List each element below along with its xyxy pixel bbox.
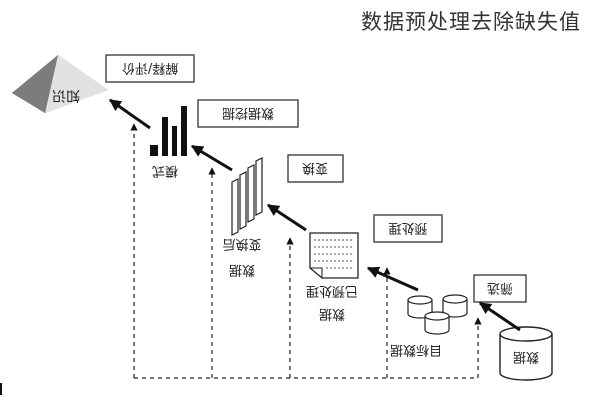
target-data-label: 目标数据 bbox=[390, 342, 442, 357]
preprocessed-data-label-2: 数据 bbox=[319, 306, 345, 321]
edge-mark bbox=[0, 383, 2, 395]
arrow-model-to-knowledge bbox=[109, 98, 151, 130]
feedback-dashed-lines bbox=[130, 123, 482, 379]
transformed-data-sheets-icon bbox=[231, 157, 263, 236]
preprocessed-data-label-1: 已预处理 bbox=[306, 283, 358, 298]
preprocess-label: 预处理 bbox=[388, 220, 427, 235]
transformed-data-label-1: 变换后 bbox=[222, 236, 261, 252]
knowledge-pyramid: 知识 bbox=[12, 55, 108, 113]
preprocessed-data-document-icon bbox=[309, 232, 359, 279]
model-bar-icon bbox=[150, 106, 187, 156]
interpret-eval-label: 解释/评价 bbox=[122, 60, 178, 75]
preprocess-box: 预处理 bbox=[373, 214, 443, 243]
arrow-transformed-to-model bbox=[190, 144, 233, 172]
data-cylinder-icon bbox=[499, 326, 553, 381]
transform-box: 变换 bbox=[287, 154, 344, 183]
transform-label: 变换 bbox=[302, 160, 328, 176]
target-data-cylinders-icon bbox=[407, 294, 468, 335]
knowledge-label: 知识 bbox=[52, 87, 80, 104]
data-mining-label: 数据挖掘 bbox=[222, 105, 274, 120]
select-box: 筛选 bbox=[473, 274, 527, 303]
arrow-target-to-preprocessed bbox=[366, 266, 419, 292]
select-label: 筛选 bbox=[487, 280, 513, 295]
data-mining-box: 数据挖掘 bbox=[197, 99, 299, 128]
model-label: 模式 bbox=[152, 163, 178, 178]
arrow-data-to-target bbox=[479, 301, 521, 332]
interpret-eval-box: 解释/评价 bbox=[105, 54, 195, 83]
page-title: 数据预处理去除缺失值 bbox=[361, 10, 581, 34]
transformed-data-label-2: 数据 bbox=[229, 262, 255, 277]
process-arrows bbox=[109, 98, 521, 332]
arrow-preprocessed-to-transformed bbox=[266, 203, 307, 232]
data-label: 数据 bbox=[513, 349, 539, 364]
